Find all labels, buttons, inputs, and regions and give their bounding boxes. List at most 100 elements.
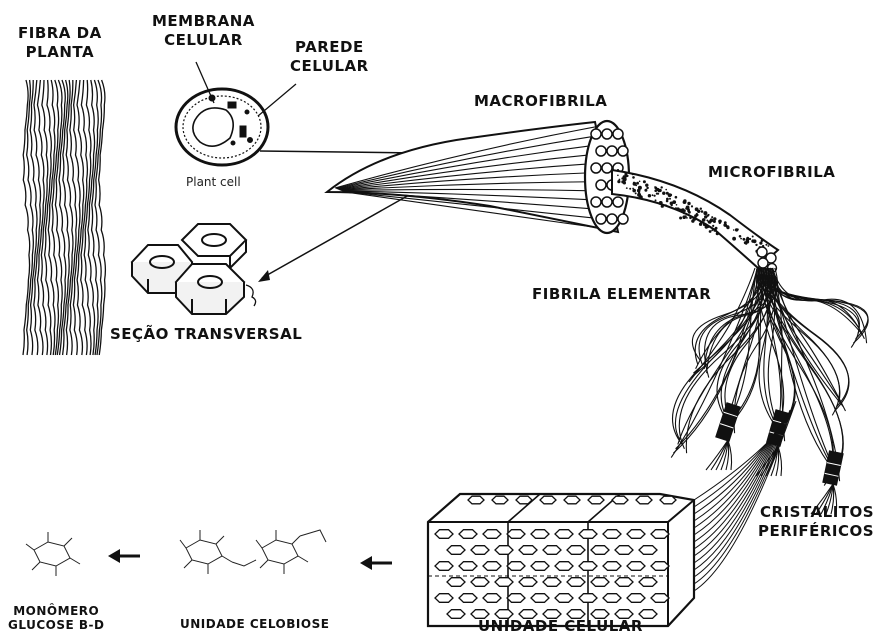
label-cell-wall-line2: CELULAR — [290, 57, 369, 76]
macrofibril-end-circle — [596, 214, 606, 224]
microfibril-speckle — [743, 238, 746, 241]
microfibril-speckle — [765, 244, 767, 246]
microfibril-speckle — [658, 190, 660, 192]
unit-cell-hexagon — [483, 530, 501, 539]
microfibril-speckle — [726, 226, 729, 229]
microfibril-speckle — [702, 218, 706, 222]
microfibril-speckle — [688, 214, 690, 216]
microfibril-speckle — [621, 177, 623, 179]
arrow-cellobiose-to-monomer — [108, 549, 140, 563]
plant-cell-drawing — [176, 89, 268, 165]
microfibril-speckle — [723, 223, 727, 227]
microfibril-speckle — [751, 239, 754, 242]
label-cellobiose-unit: UNIDADE CELOBIOSE — [180, 617, 329, 631]
unit-cell-top-hexagon — [660, 496, 676, 504]
microfibril-speckle — [669, 198, 671, 200]
microfibril-speckle — [709, 230, 712, 233]
microfibril-speckle — [647, 187, 649, 189]
microfibril-speckle — [700, 222, 702, 224]
wall-pointer — [258, 84, 296, 116]
label-cell-membrane-line2: CELULAR — [152, 31, 255, 50]
microfibril-speckle — [752, 236, 754, 238]
label-macrofibril: MACROFIBRILA — [474, 92, 607, 111]
label-microfibril: MICROFIBRILA — [708, 163, 835, 182]
unit-cell-hexagon — [459, 562, 477, 571]
microfibril-speckle — [629, 188, 631, 190]
unit-cell-hexagon — [435, 562, 453, 571]
label-cell-membrane: MEMBRANA CELULAR — [152, 12, 255, 50]
microfibril-speckle — [719, 222, 721, 224]
crystallite-tail-strand — [706, 440, 728, 470]
cell-to-macrofibril-line — [260, 151, 418, 153]
unit-cell-hexagon — [639, 578, 657, 587]
unit-cell-hexagon — [507, 562, 525, 571]
microfibril-speckle — [655, 199, 657, 201]
unit-cell-hexagon — [507, 594, 525, 603]
microfibril-speckle — [633, 182, 637, 186]
label-plant-fiber: FIBRA DA PLANTA — [18, 24, 102, 62]
microfibril-speckle — [705, 225, 708, 228]
microfibril-speckle — [755, 244, 757, 246]
section-arrowhead — [258, 270, 270, 282]
label-crystallites-line1: CRISTALITOS — [758, 503, 874, 522]
macrofibril-end-circle — [613, 129, 623, 139]
microfibril-speckle — [632, 176, 635, 179]
microfibril-speckle — [636, 182, 639, 185]
microfibril-speckle — [732, 237, 736, 241]
unit-cell-hexagon — [495, 546, 513, 555]
unit-cell-hexagon — [555, 562, 573, 571]
unit-cell-hexagon — [519, 578, 537, 587]
unit-cell-hexagon — [579, 594, 597, 603]
unit-cell-hexagon — [447, 546, 465, 555]
macrofibril-end-circle — [607, 214, 617, 224]
unit-cell-hexagon — [543, 578, 561, 587]
plant-fiber-strand — [70, 80, 77, 355]
unit-cell-hexagon — [507, 530, 525, 539]
unit-cell-top-hexagon — [636, 496, 652, 504]
label-plant-fiber-line1: FIBRA DA — [18, 24, 102, 43]
label-plant-fiber-line2: PLANTA — [18, 43, 102, 62]
microfibril-speckle — [691, 205, 693, 207]
microfibril-speckle — [645, 184, 648, 187]
microfibril-speckle — [712, 225, 714, 227]
microfibril-speckle — [637, 193, 641, 197]
microfibril-speckle — [733, 229, 735, 231]
microfibril-speckle — [619, 179, 621, 181]
unit-cell-hexagon — [555, 530, 573, 539]
microfibril-speckle — [661, 205, 664, 208]
macrofibril-end-circle — [618, 214, 628, 224]
microfibril-speckle — [719, 220, 721, 222]
unit-cell-top-hexagon — [492, 496, 508, 504]
microfibril-speckle — [617, 169, 619, 171]
macrofibril-end-circle — [618, 146, 628, 156]
unit-cell-hexagon — [471, 578, 489, 587]
microfibril-speckle — [744, 241, 747, 244]
microfibril-speckle — [626, 187, 628, 189]
label-cross-section: SEÇÃO TRANSVERSAL — [110, 325, 302, 344]
unit-cell-top-hexagon — [540, 496, 556, 504]
label-plant-cell: Plant cell — [186, 175, 241, 189]
macrofibril-end-circle — [602, 197, 612, 207]
label-crystallites-line2: PERIFÉRICOS — [758, 522, 874, 541]
microfibril-speckle — [687, 202, 690, 205]
microfibril-speckle — [654, 186, 656, 188]
microfibril-speckle — [676, 204, 678, 206]
microfibril-speckle — [637, 189, 641, 193]
macrofibril-end-circle — [591, 129, 601, 139]
microfibril-speckle — [683, 213, 685, 215]
microfibril-speckle — [679, 217, 682, 220]
label-glucose-monomer: MONÔMERO GLUCOSE B-D — [8, 604, 104, 632]
label-unit-cell: UNIDADE CELULAR — [478, 617, 643, 636]
unit-cell-hexagon — [543, 546, 561, 555]
unit-cell-hexagon — [651, 562, 669, 571]
microfibril-speckle — [635, 192, 637, 194]
label-peripheral-crystallites: CRISTALITOS PERIFÉRICOS — [758, 503, 874, 541]
microfibril-speckle — [639, 181, 641, 183]
plant-fiber-strands — [23, 80, 105, 355]
unit-cell-hexagon — [435, 594, 453, 603]
unit-cell-hexagon — [639, 546, 657, 555]
unit-cell-hexagon — [615, 546, 633, 555]
unit-cell-hexagon — [471, 546, 489, 555]
microfibril-speckle — [632, 189, 636, 193]
